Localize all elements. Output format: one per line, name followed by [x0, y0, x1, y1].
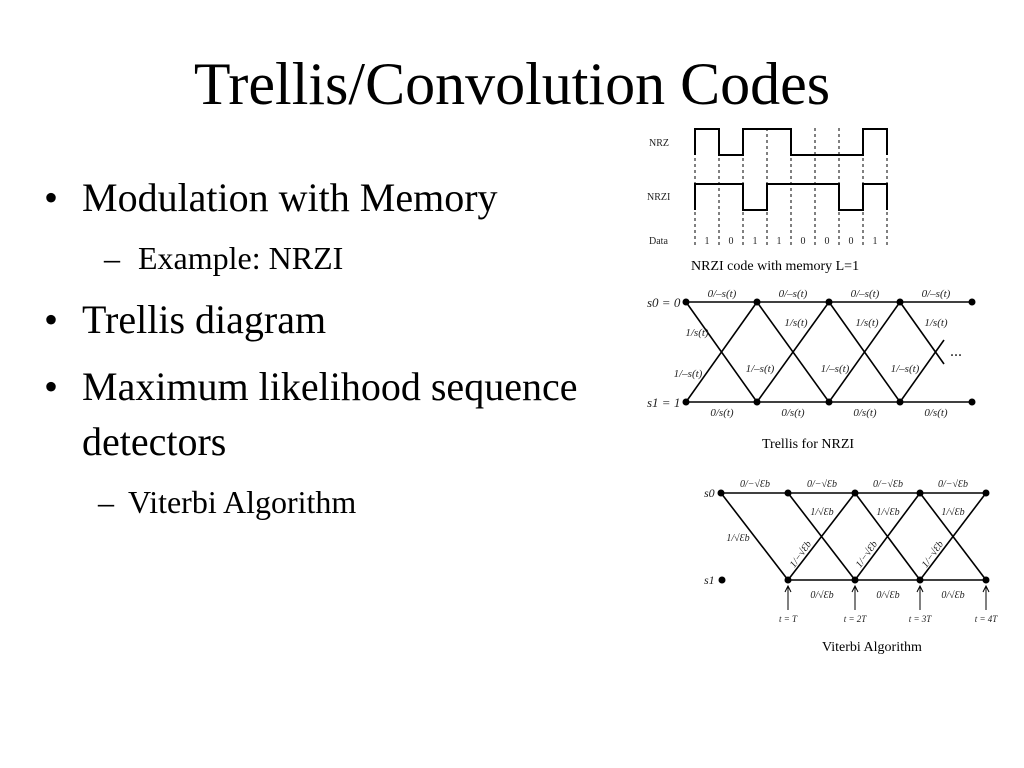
svg-text:0/s(t): 0/s(t) — [781, 407, 805, 419]
svg-text:t = T: t = T — [779, 614, 798, 624]
svg-text:1/√Ɛb: 1/√Ɛb — [876, 507, 899, 518]
viterbi-cross-labels: 1/√Ɛb 1/√Ɛb 1/√Ɛb 1/√Ɛb 1/−√Ɛb 1/−√Ɛb 1/… — [726, 507, 964, 570]
trellis-top-labels: 0/–s(t) 0/–s(t) 0/–s(t) 0/–s(t) — [708, 288, 951, 300]
svg-text:1/−√Ɛb: 1/−√Ɛb — [788, 539, 814, 570]
data-bit: 0 — [849, 236, 854, 247]
svg-text:1/s(t): 1/s(t) — [784, 317, 808, 329]
svg-text:0/−√Ɛb: 0/−√Ɛb — [807, 479, 837, 490]
data-bit: 1 — [705, 236, 710, 247]
svg-text:1/–s(t): 1/–s(t) — [674, 368, 703, 380]
svg-text:0/−√Ɛb: 0/−√Ɛb — [873, 479, 903, 490]
sub-bullet-viterbi: – Viterbi Algorithm — [98, 484, 357, 520]
bullet-dot-icon: • — [44, 297, 59, 342]
bullet-modulation: • Modulation with Memory — [44, 175, 498, 220]
trellis-ellipsis: ... — [950, 343, 962, 360]
trellis-state1-label: s1 = 1 — [647, 395, 680, 410]
svg-text:0/–s(t): 0/–s(t) — [851, 288, 880, 300]
svg-text:t = 3T: t = 3T — [909, 614, 933, 624]
viterbi-state1-label: s1 — [704, 573, 715, 587]
data-bit: 0 — [825, 236, 830, 247]
svg-text:0/√Ɛb: 0/√Ɛb — [941, 590, 964, 601]
trellis-cross-labels: 1/s(t) 1/s(t) 1/s(t) 1/–s(t) 1/–s(t) 1/–… — [674, 317, 948, 380]
data-bit: 1 — [777, 236, 782, 247]
svg-text:1/√Ɛb: 1/√Ɛb — [941, 507, 964, 518]
bit-dividers — [694, 128, 888, 246]
slide-title: Trellis/Convolution Codes — [193, 51, 831, 117]
nrzi-waveform — [694, 183, 888, 211]
viterbi-nodes — [717, 489, 990, 584]
svg-text:0/–s(t): 0/–s(t) — [779, 288, 808, 300]
data-bit: 1 — [753, 236, 758, 247]
svg-text:1/√Ɛb: 1/√Ɛb — [810, 507, 833, 518]
svg-text:t = 2T: t = 2T — [844, 614, 868, 624]
viterbi-top-labels: 0/−√Ɛb 0/−√Ɛb 0/−√Ɛb 0/−√Ɛb — [740, 479, 968, 490]
time-arrows — [784, 584, 990, 610]
nrz-label: NRZ — [649, 138, 669, 149]
svg-text:1/s(t): 1/s(t) — [855, 317, 879, 329]
data-label: Data — [649, 236, 668, 247]
dash-icon: – — [98, 484, 114, 520]
viterbi-branches — [720, 492, 987, 581]
bullet-ml: • Maximum likelihood sequence — [44, 364, 578, 409]
svg-text:1/−√Ɛb: 1/−√Ɛb — [920, 539, 946, 570]
svg-text:0/√Ɛb: 0/√Ɛb — [876, 590, 899, 601]
nrz-waveform — [694, 128, 888, 156]
svg-text:0/–s(t): 0/–s(t) — [922, 288, 951, 300]
trellis-caption: Trellis for NRZI — [762, 437, 855, 452]
viterbi-time-labels: t = T t = 2T t = 3T t = 4T — [779, 614, 998, 624]
svg-text:1/√Ɛb: 1/√Ɛb — [726, 533, 749, 544]
svg-text:1/–s(t): 1/–s(t) — [746, 363, 775, 375]
data-bit: 1 — [873, 236, 878, 247]
svg-text:0/−√Ɛb: 0/−√Ɛb — [938, 479, 968, 490]
nrzi-caption: NRZI code with memory L=1 — [691, 259, 860, 274]
svg-text:t = 4T: t = 4T — [975, 614, 999, 624]
trellis-branches — [685, 301, 972, 403]
sub-bullet-example: – Example: NRZI — [104, 240, 344, 276]
svg-text:0/s(t): 0/s(t) — [924, 407, 948, 419]
bullet-ml-continuation: detectors — [82, 419, 227, 464]
bullet-trellis: • Trellis diagram — [44, 297, 327, 342]
svg-text:1/–s(t): 1/–s(t) — [821, 363, 850, 375]
svg-text:1/s(t): 1/s(t) — [924, 317, 948, 329]
svg-text:1/−√Ɛb: 1/−√Ɛb — [854, 539, 880, 570]
bullet-dot-icon: • — [44, 364, 59, 409]
svg-text:0/√Ɛb: 0/√Ɛb — [810, 590, 833, 601]
svg-text:0/–s(t): 0/–s(t) — [708, 288, 737, 300]
dash-icon: – — [104, 240, 120, 276]
viterbi-state0-label: s0 — [704, 486, 715, 500]
trellis-bottom-labels: 0/s(t) 0/s(t) 0/s(t) 0/s(t) — [710, 407, 948, 419]
data-bit: 0 — [729, 236, 734, 247]
bullet-dot-icon: • — [44, 175, 59, 220]
viterbi-bottom-labels: 0/√Ɛb 0/√Ɛb 0/√Ɛb — [810, 590, 964, 601]
svg-text:0/s(t): 0/s(t) — [853, 407, 877, 419]
viterbi-caption: Viterbi Algorithm — [822, 640, 922, 655]
svg-text:1/s(t): 1/s(t) — [685, 327, 709, 339]
trellis-state0-label: s0 = 0 — [647, 295, 681, 310]
data-bits: 1 0 1 1 0 0 0 1 — [705, 236, 878, 247]
data-bit: 0 — [801, 236, 806, 247]
nrzi-label: NRZI — [647, 192, 670, 203]
trellis-nodes — [682, 298, 976, 406]
svg-text:0/s(t): 0/s(t) — [710, 407, 734, 419]
svg-text:0/−√Ɛb: 0/−√Ɛb — [740, 479, 770, 490]
svg-text:1/–s(t): 1/–s(t) — [891, 363, 920, 375]
